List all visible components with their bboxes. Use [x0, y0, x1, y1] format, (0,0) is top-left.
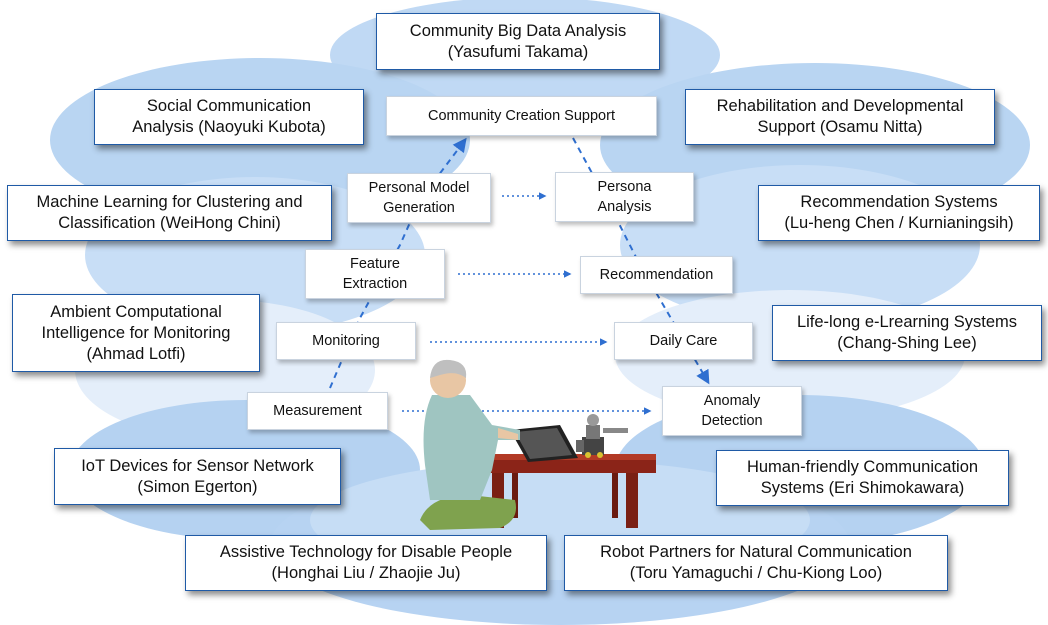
research-social-communication-line1: Social Communication: [146, 97, 312, 115]
research-machine-learning-line2: Classification (WeiHong Chini): [58, 214, 281, 232]
step-persona-analysis: Persona Analysis: [555, 172, 694, 222]
research-rehabilitation-line1: Rehabilitation and Developmental: [716, 97, 964, 115]
research-community-big-data: Community Big Data Analysis (Yasufumi Ta…: [376, 13, 660, 70]
step-community-creation-label: Community Creation Support: [428, 108, 615, 124]
research-elearning: Life-long e-Lrearning Systems (Chang-Shi…: [772, 305, 1042, 361]
step-daily-care: Daily Care: [614, 322, 753, 360]
step-recommendation-label: Recommendation: [599, 267, 714, 283]
research-rehabilitation: Rehabilitation and Developmental Support…: [685, 89, 995, 145]
step-anomaly-detection-line2: Detection: [701, 413, 763, 429]
research-human-friendly-line2: Systems (Eri Shimokawara): [760, 479, 965, 497]
research-rehabilitation-line2: Support (Osamu Nitta): [757, 118, 923, 136]
step-persona-analysis-line2: Analysis: [597, 199, 652, 215]
research-robot-partners: Robot Partners for Natural Communication…: [564, 535, 948, 591]
research-ambient-intelligence-line3: (Ahmad Lotfi): [86, 344, 186, 363]
research-recommendation-systems: Recommendation Systems (Lu-heng Chen / K…: [758, 185, 1040, 241]
step-personal-model-line2: Generation: [383, 200, 455, 216]
step-feature-extraction: Feature Extraction: [305, 249, 445, 299]
step-feature-extraction-line1: Feature: [350, 256, 400, 272]
research-human-friendly-line1: Human-friendly Communication: [746, 458, 979, 476]
research-ambient-intelligence: Ambient Computational Intelligence for M…: [12, 294, 260, 372]
research-machine-learning-line1: Machine Learning for Clustering and: [36, 193, 303, 211]
research-elearning-line2: (Chang-Shing Lee): [837, 334, 977, 352]
research-machine-learning: Machine Learning for Clustering and Clas…: [7, 185, 332, 241]
research-social-communication: Social Communication Analysis (Naoyuki K…: [94, 89, 364, 145]
research-ambient-intelligence-line1: Ambient Computational: [50, 302, 222, 321]
research-iot-devices-line1: IoT Devices for Sensor Network: [81, 456, 314, 475]
research-assistive-technology-line1: Assistive Technology for Disable People: [219, 543, 513, 561]
research-iot-devices-line2: (Simon Egerton): [137, 477, 258, 496]
step-personal-model: Personal Model Generation: [347, 173, 491, 223]
robot-illustration: [576, 414, 628, 458]
research-recommendation-systems-line1: Recommendation Systems: [800, 193, 998, 211]
research-social-communication-line2: Analysis (Naoyuki Kubota): [132, 118, 326, 136]
step-feature-extraction-line2: Extraction: [342, 276, 408, 292]
research-ambient-intelligence-line2: Intelligence for Monitoring: [41, 323, 231, 342]
step-personal-model-line1: Personal Model: [368, 180, 470, 196]
research-elearning-line1: Life-long e-Lrearning Systems: [796, 313, 1018, 331]
research-community-big-data-line2: (Yasufumi Takama): [447, 42, 589, 61]
research-iot-devices: IoT Devices for Sensor Network (Simon Eg…: [54, 448, 341, 505]
step-monitoring: Monitoring: [276, 322, 416, 360]
step-daily-care-label: Daily Care: [649, 333, 718, 349]
elderly-person-illustration: [420, 359, 520, 530]
research-robot-partners-line1: Robot Partners for Natural Communication: [600, 543, 912, 561]
research-robot-partners-line2: (Toru Yamaguchi / Chu-Kiong Loo): [629, 564, 883, 582]
step-persona-analysis-line1: Persona: [597, 179, 652, 195]
step-anomaly-detection-line1: Anomaly: [703, 393, 761, 409]
research-human-friendly: Human-friendly Communication Systems (Er…: [716, 450, 1009, 506]
step-monitoring-label: Monitoring: [312, 333, 380, 349]
research-recommendation-systems-line2: (Lu-heng Chen / Kurnianingsih): [784, 214, 1014, 232]
research-community-big-data-line1: Community Big Data Analysis: [409, 21, 627, 40]
step-recommendation: Recommendation: [580, 256, 733, 294]
tablet-illustration: [510, 425, 578, 462]
research-assistive-technology: Assistive Technology for Disable People …: [185, 535, 547, 591]
step-measurement: Measurement: [247, 392, 388, 430]
research-assistive-technology-line2: (Honghai Liu / Zhaojie Ju): [271, 564, 461, 582]
step-measurement-label: Measurement: [273, 403, 362, 419]
step-anomaly-detection: Anomaly Detection: [662, 386, 802, 436]
step-community-creation: Community Creation Support: [386, 96, 657, 136]
